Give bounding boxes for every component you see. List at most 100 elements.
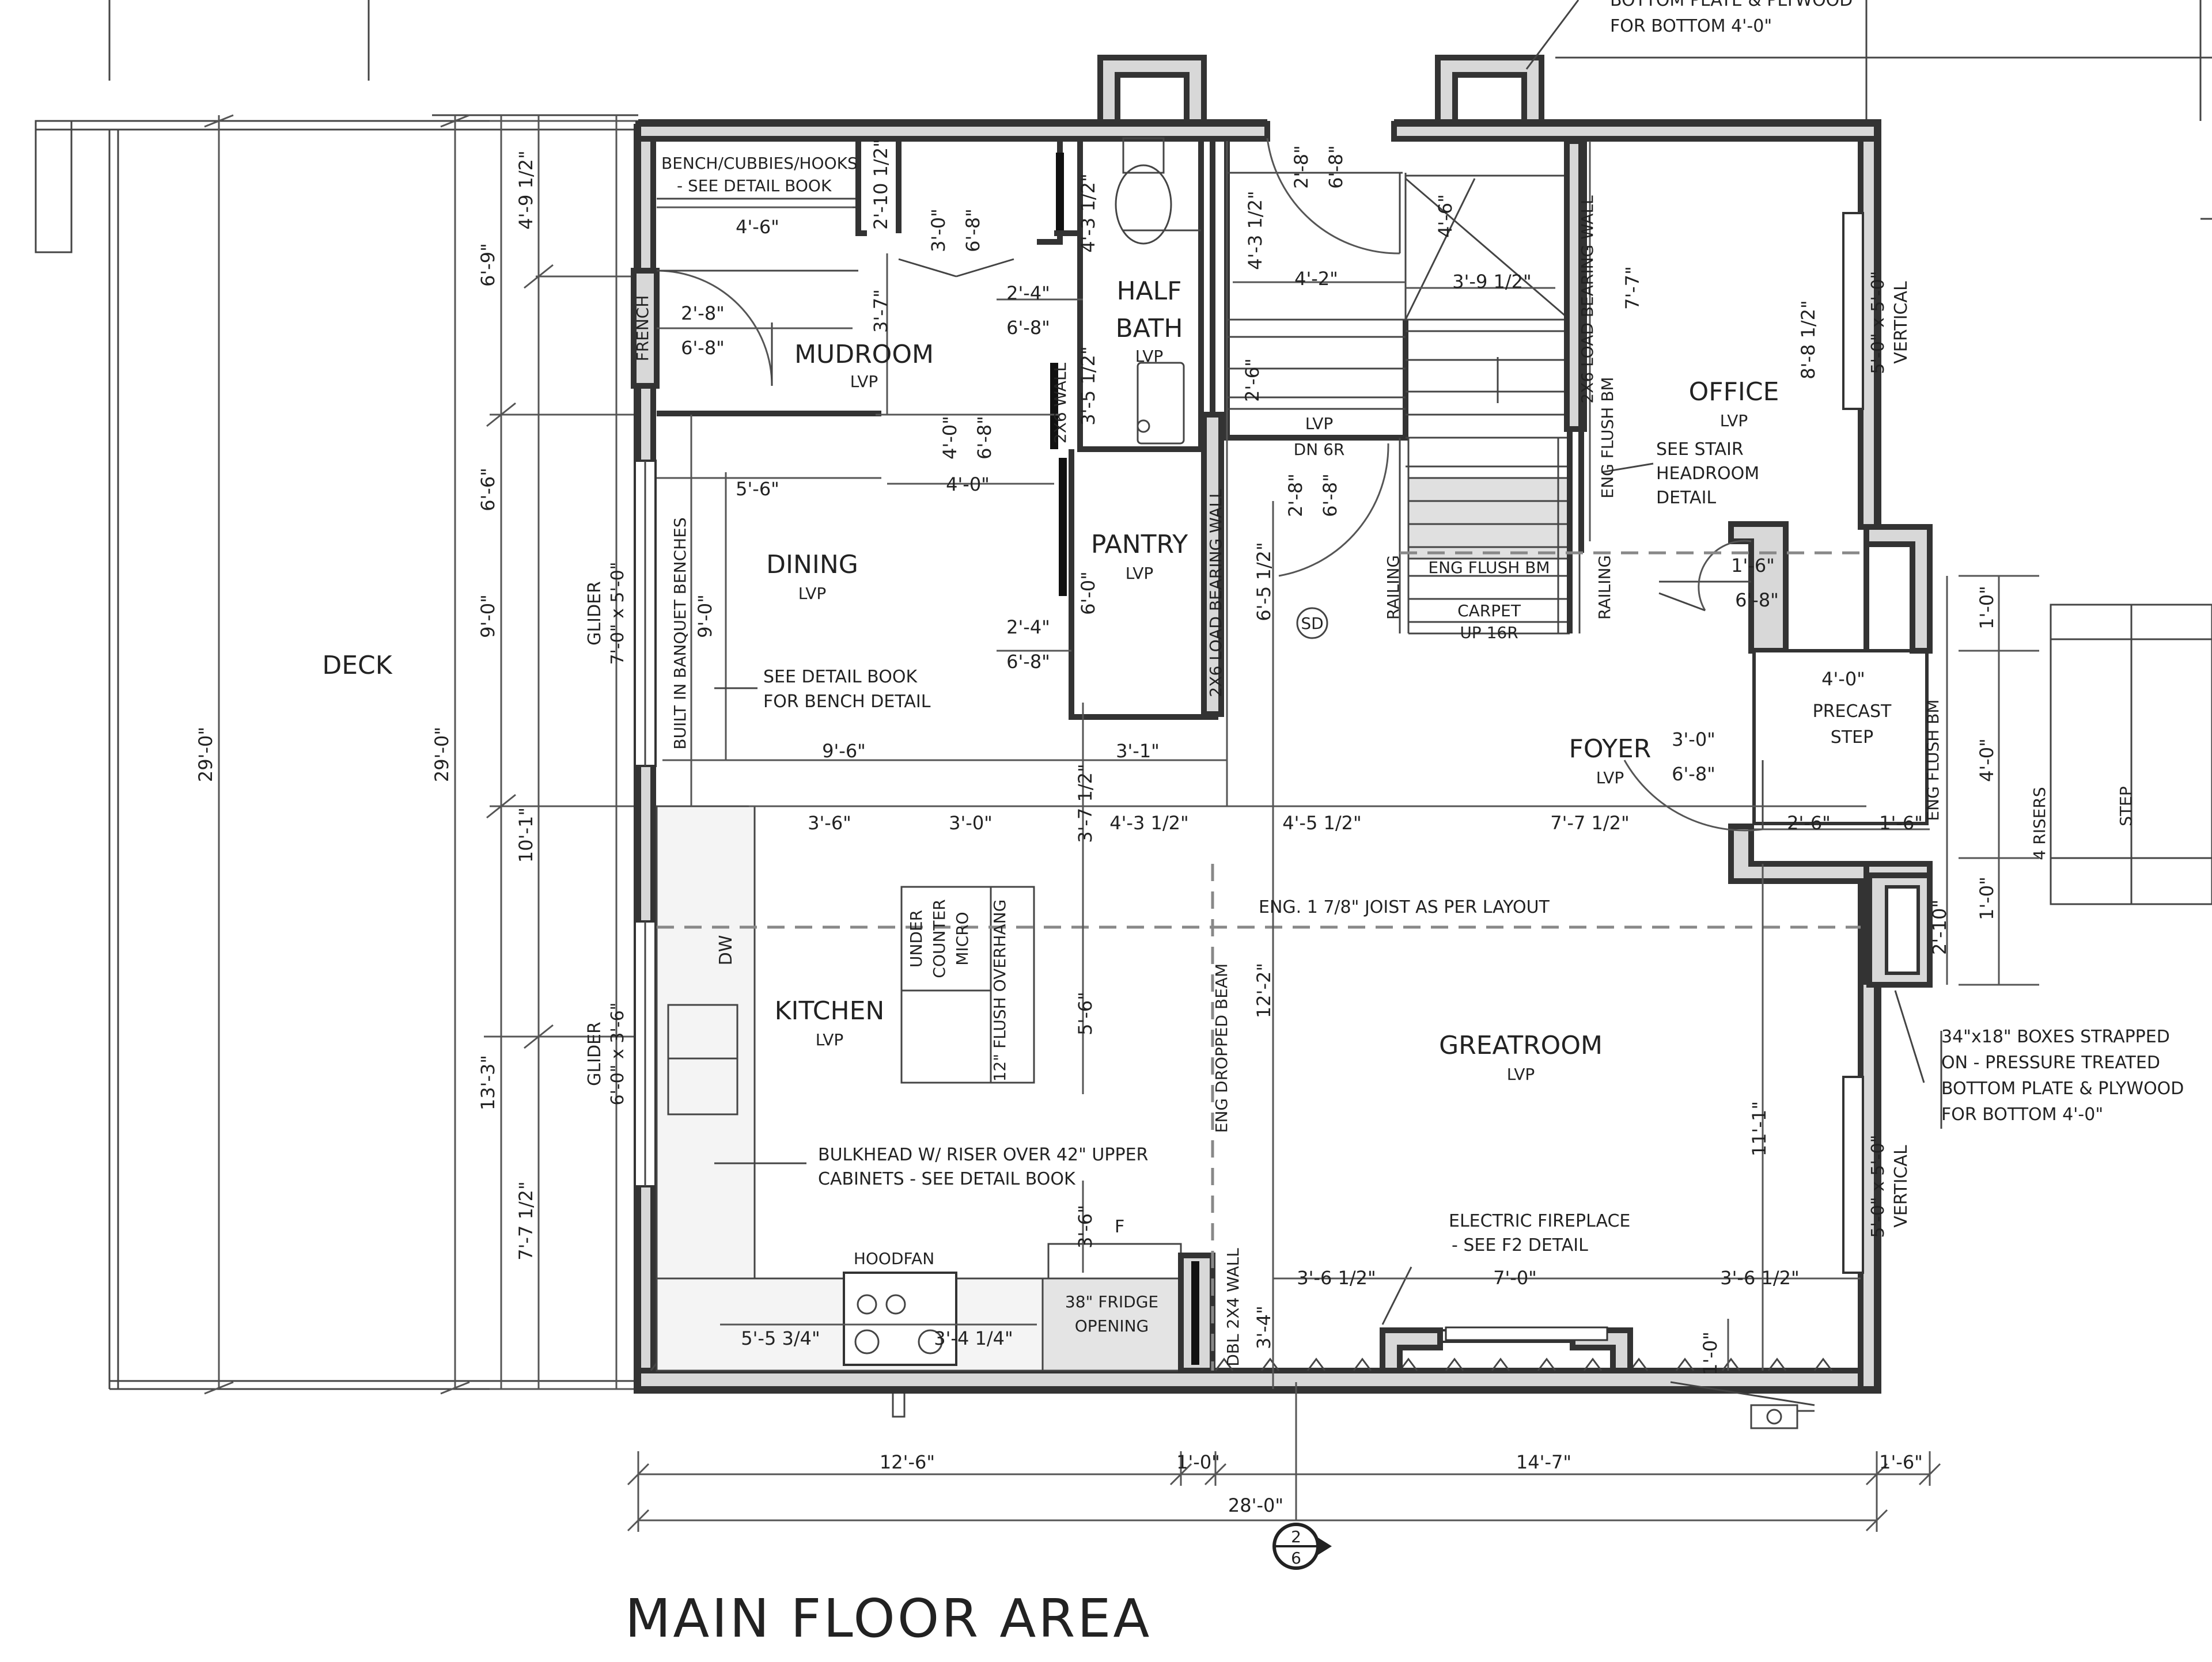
range bbox=[843, 1272, 957, 1366]
dim-4-0b: 4'-0" bbox=[946, 473, 990, 495]
dim-13-3: 13'-3" bbox=[477, 1055, 499, 1110]
dim-1-0a: 1'-0" bbox=[1976, 586, 1998, 629]
note-overhang: 12" FLUSH OVERHANG bbox=[990, 900, 1009, 1082]
dim-2-8a: 2'-8" bbox=[681, 302, 725, 324]
note-load-wall-stair: 2X6 LOAD BEARING WALL bbox=[1578, 195, 1597, 404]
room-labels: MUDROOM LVP HALF BATH LVP DINING LVP PAN… bbox=[766, 276, 1779, 1084]
glider-bottom-label: GLIDER bbox=[585, 1022, 605, 1086]
dim-2-6b: 2'-6" bbox=[1787, 812, 1831, 834]
dim-2-8c: 2'-8" bbox=[1290, 145, 1312, 189]
dim-3-0c: 3'-0" bbox=[949, 812, 993, 834]
note-joist: ENG. 1 7/8" JOIST AS PER LAYOUT bbox=[1259, 897, 1550, 917]
dim-5-6a: 5'-6" bbox=[736, 478, 779, 500]
dim-6-9: 6'-9" bbox=[477, 243, 499, 287]
glider-top-size: 7'-0" x 5'-0" bbox=[608, 562, 628, 665]
room-pantry: PANTRY bbox=[1091, 530, 1188, 559]
dim-9-0b: 9'-0" bbox=[694, 594, 716, 638]
room-half-bath-1: HALF bbox=[1116, 276, 1181, 306]
note-railing-right: RAILING bbox=[1595, 555, 1614, 620]
floor-kitchen: LVP bbox=[816, 1030, 844, 1049]
room-mudroom: MUDROOM bbox=[794, 340, 934, 369]
dim-2-4a: 2'-4" bbox=[1006, 282, 1050, 304]
floor-greatroom: LVP bbox=[1507, 1065, 1535, 1084]
note-micro-3: MICRO bbox=[953, 912, 972, 965]
note-bench-1: BENCH/CUBBIES/HOOKS bbox=[661, 154, 858, 173]
section-marker-bottom: 6 bbox=[1291, 1549, 1301, 1568]
floor-foyer: LVP bbox=[1596, 768, 1624, 787]
dim-7-7b: 7'-7 1/2" bbox=[1550, 812, 1629, 834]
dim-6-8h: 6'-8" bbox=[1735, 589, 1779, 611]
note-load-wall-pantry: 2X6 LOAD BEARING WALL bbox=[1206, 489, 1225, 697]
dim-4-2: 4'-2" bbox=[1294, 268, 1338, 290]
floor-half-bath: LVP bbox=[1135, 347, 1164, 366]
dim-3-4: 3'-4" bbox=[1253, 1306, 1275, 1349]
note-carpet: CARPET bbox=[1457, 601, 1521, 620]
note-f: F bbox=[1115, 1217, 1124, 1237]
note-2x6-wall: 2X6 WALL bbox=[1051, 362, 1070, 443]
section-marker: 2 6 bbox=[1272, 1523, 1332, 1570]
window-right-bottom-type: VERTICAL bbox=[1891, 1145, 1911, 1228]
dim-10-1: 10'-1" bbox=[515, 807, 537, 863]
note-boxes-2: ON - PRESSURE TREATED bbox=[1941, 1053, 2160, 1073]
dim-6-8c: 6'-8" bbox=[681, 337, 725, 359]
dim-1-0b: 1'-0" bbox=[1976, 876, 1998, 920]
page-title: MAIN FLOOR AREA bbox=[625, 1588, 1152, 1649]
smoke-detector-label: SD bbox=[1301, 614, 1323, 633]
dim-3-6b: 3'-6" bbox=[1074, 1205, 1096, 1249]
room-kitchen: KITCHEN bbox=[775, 996, 885, 1026]
dim-3-6h1: 3'-6 1/2" bbox=[1297, 1267, 1376, 1289]
deck-area: DECK 29'-0" 29'-0" 6'-9" 6'-6" 9'-0" 13'… bbox=[35, 0, 638, 1395]
note-dropped-beam: ENG DROPPED BEAM bbox=[1212, 963, 1231, 1133]
note-micro-1: UNDER bbox=[907, 910, 926, 967]
note-boxes-1: 34"x18" BOXES STRAPPED bbox=[1941, 1027, 2170, 1047]
dim-4-5: 4'-5 1/2" bbox=[1282, 812, 1361, 834]
note-bench-detail-1: SEE DETAIL BOOK bbox=[763, 667, 918, 687]
top-boxes: BOTTOM PLATE & PLYWOOD FOR BOTTOM 4'-0" bbox=[1097, 0, 2212, 127]
dim-2-10b: 2'-10" bbox=[1929, 900, 1950, 955]
dim-8-8: 8'-8 1/2" bbox=[1797, 300, 1819, 379]
note-stair-2: HEADROOM bbox=[1656, 464, 1759, 484]
dim-3-0a: 3'-0" bbox=[927, 208, 949, 252]
beams: SD bbox=[657, 141, 1930, 1406]
risers-label: 4 RISERS bbox=[2030, 787, 2049, 860]
dim-4-0a: 4'-0" bbox=[939, 416, 961, 460]
precast-label-1: PRECAST bbox=[1813, 701, 1892, 722]
counter-left bbox=[656, 805, 756, 1291]
dim-7-0: 7'-0" bbox=[1493, 1267, 1537, 1289]
french-door-label: FRENCH bbox=[633, 295, 652, 362]
floor-pantry: LVP bbox=[1126, 564, 1154, 583]
floor-office: LVP bbox=[1720, 411, 1748, 430]
interior-dims: 4'-6" 2'-10 1/2" 3'-0" 6'-8" 3'-7" 4'-3 … bbox=[681, 139, 1923, 1375]
dim-1-0c: 1'-0" bbox=[1699, 1331, 1721, 1375]
dim-4-9h: 4'-9 1/2" bbox=[515, 150, 537, 229]
dim-1-6c: 1'-6" bbox=[1879, 1451, 1923, 1473]
dim-6-5: 6'-5 1/2" bbox=[1253, 542, 1275, 621]
note-dbl-wall: DBL 2X4 WALL bbox=[1224, 1248, 1243, 1367]
floor-dining: LVP bbox=[798, 584, 827, 603]
deck-label: DECK bbox=[322, 651, 392, 680]
note-eng-flush-bm: ENG FLUSH BM bbox=[1428, 558, 1550, 577]
note-bench-detail-2: FOR BENCH DETAIL bbox=[763, 692, 931, 712]
note-banquet: BUILT IN BANQUET BENCHES bbox=[671, 517, 690, 749]
sink bbox=[667, 1004, 738, 1115]
room-office: OFFICE bbox=[1689, 377, 1779, 407]
note-fireplace-2: - SEE F2 DETAIL bbox=[1452, 1235, 1588, 1255]
dim-4-3a: 4'-3 1/2" bbox=[1077, 173, 1099, 252]
kitchen-fixtures bbox=[656, 805, 1633, 1373]
dim-1-0d: 1'-0" bbox=[1176, 1451, 1220, 1473]
note-hoodfan: HOODFAN bbox=[854, 1249, 934, 1268]
dim-4-0c: 4'-0" bbox=[1821, 668, 1865, 690]
left-openings: GLIDER 7'-0" x 5'-0" GLIDER 6'-0" x 3'-6… bbox=[585, 268, 773, 1187]
step-label: STEP bbox=[2116, 786, 2135, 826]
note-bulkhead-1: BULKHEAD W/ RISER OVER 42" UPPER bbox=[818, 1145, 1148, 1165]
dim-3-6a: 3'-6" bbox=[808, 812, 851, 834]
window-right-top bbox=[1842, 212, 1864, 410]
note-dw: DW bbox=[716, 935, 736, 966]
dim-3-5: 3'-5 1/2" bbox=[1077, 346, 1099, 425]
room-greatroom: GREATROOM bbox=[1439, 1031, 1603, 1060]
dim-6-8g: 6'-8" bbox=[1325, 145, 1347, 189]
dim-1-6b: 1'-6" bbox=[1879, 812, 1923, 834]
dim-12-6: 12'-6" bbox=[880, 1451, 935, 1473]
dim-3-4q: 3'-4 1/4" bbox=[934, 1327, 1013, 1349]
